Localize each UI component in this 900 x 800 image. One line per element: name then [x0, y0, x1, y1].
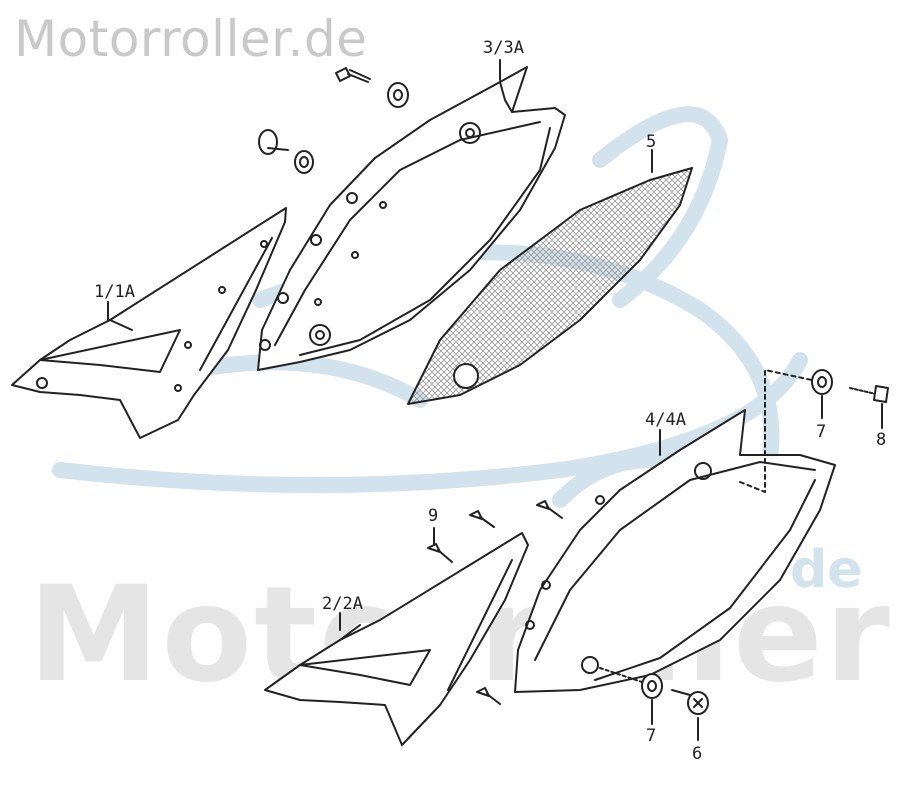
part-1-front-side-cover-left — [11, 207, 287, 439]
watermark-suffix: de — [790, 540, 863, 600]
callout-part-2: 2/2A — [322, 594, 363, 614]
part-7-washer-upper — [811, 369, 833, 395]
part-5-mesh-panel — [407, 167, 693, 405]
part-9-screw-d — [476, 687, 501, 705]
part-8-bolt — [849, 385, 889, 403]
part-7-washer-lower — [599, 667, 663, 699]
part-3-rear-side-cover-left — [257, 66, 566, 371]
callout-part-7-upper: 7 — [816, 422, 827, 442]
part-washer-top — [387, 82, 409, 108]
callout-part-1: 1/1A — [94, 282, 135, 302]
part-2-front-side-cover-right — [264, 532, 529, 746]
part-6-bolt — [671, 689, 709, 715]
part-9-screw-b — [469, 510, 495, 528]
callout-part-5: 5 — [646, 132, 657, 152]
watermark-top-logo: Motorroller.de — [14, 10, 368, 68]
part-9-screw-a — [427, 543, 453, 563]
callout-part-4: 4/4A — [645, 410, 686, 430]
callout-part-3: 3/3A — [483, 38, 524, 58]
callout-part-9: 9 — [428, 506, 439, 526]
callout-part-8: 8 — [876, 430, 887, 450]
guide-line-upper — [739, 369, 813, 493]
part-grommet-top — [258, 129, 314, 174]
callout-part-7-lower: 7 — [646, 726, 657, 746]
part-screw-top — [335, 67, 371, 83]
part-9-screw-c — [536, 500, 563, 519]
part-4-rear-side-cover-right — [514, 409, 836, 693]
callout-part-6: 6 — [692, 744, 703, 764]
